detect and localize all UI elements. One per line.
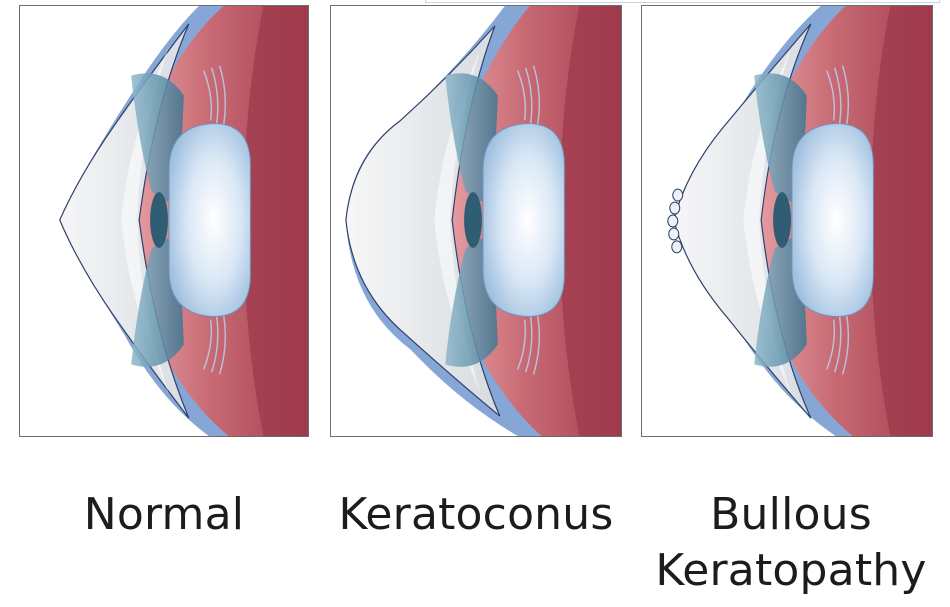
pupil-edge bbox=[464, 192, 482, 248]
normal-eye-illustration bbox=[20, 6, 308, 436]
keratoconus-eye-illustration bbox=[331, 6, 621, 436]
caption-normal: Normal bbox=[19, 487, 309, 543]
lens bbox=[483, 123, 564, 316]
lens bbox=[169, 123, 250, 316]
bullous-keratopathy-eye-panel bbox=[641, 5, 933, 437]
bullous-keratopathy-eye-illustration bbox=[642, 6, 932, 436]
caption-bullous-keratopathy: Bullous Keratopathy bbox=[641, 487, 941, 599]
normal-eye-panel bbox=[19, 5, 309, 437]
lens bbox=[792, 123, 873, 316]
retina-dark bbox=[243, 6, 308, 436]
keratoconus-eye-panel bbox=[330, 5, 622, 437]
pupil-edge bbox=[150, 192, 168, 248]
caption-keratoconus: Keratoconus bbox=[330, 487, 622, 543]
top-frame-strip bbox=[425, 0, 940, 3]
pupil-edge bbox=[773, 192, 791, 248]
